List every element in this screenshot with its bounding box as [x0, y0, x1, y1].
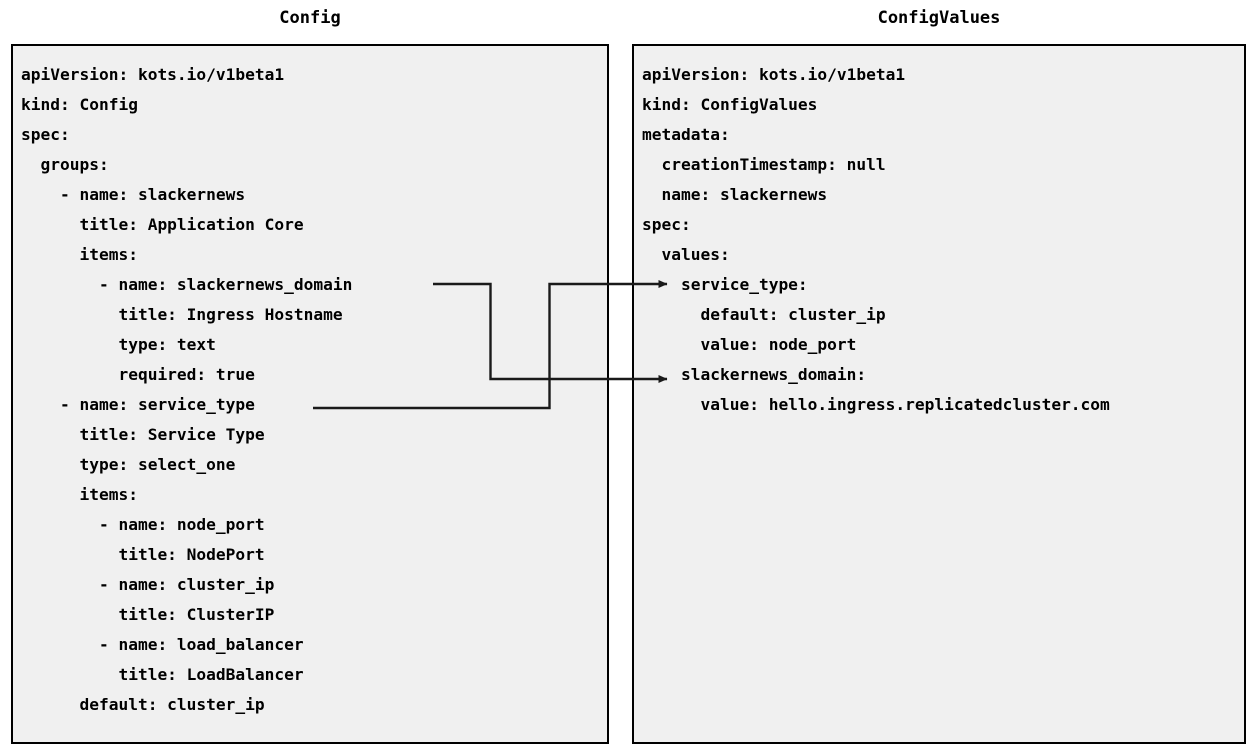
config-yaml-line-19: - name: load_balancer — [21, 635, 304, 654]
config-values-yaml-line-9: value: node_port — [642, 335, 857, 354]
config-yaml-line-0: apiVersion: kots.io/v1beta1 — [21, 65, 285, 84]
config-yaml-line-8: title: Ingress Hostname — [21, 305, 343, 324]
config-values-yaml-line-6: values: — [642, 245, 730, 264]
config-yaml-line-7: - name: slackernews_domain — [21, 275, 353, 294]
config-yaml-line-1: kind: Config — [21, 95, 138, 114]
config-yaml-line-15: - name: node_port — [21, 515, 265, 534]
config-yaml-line-5: title: Application Core — [21, 215, 304, 234]
config-yaml-line-18: title: ClusterIP — [21, 605, 275, 624]
config-yaml-line-21: default: cluster_ip — [21, 695, 265, 714]
config-values-yaml-line-4: name: slackernews — [642, 185, 828, 204]
config-values-yaml-line-11: value: hello.ingress.replicatedcluster.c… — [642, 395, 1110, 414]
config-values-panel: apiVersion: kots.io/v1beta1 kind: ConfigV… — [632, 44, 1246, 744]
config-values-yaml-code: apiVersion: kots.io/v1beta1 kind: ConfigV… — [642, 60, 1240, 420]
config-yaml-line-12: title: Service Type — [21, 425, 265, 444]
config-yaml-line-9: type: text — [21, 335, 216, 354]
config-values-yaml-line-2: metadata: — [642, 125, 730, 144]
config-yaml-line-2: spec: — [21, 125, 70, 144]
config-panel: apiVersion: kots.io/v1beta1 kind: Config s… — [11, 44, 609, 744]
config-values-yaml-line-3: creationTimestamp: null — [642, 155, 886, 174]
config-yaml-line-16: title: NodePort — [21, 545, 265, 564]
left-panel-title: Config — [279, 8, 341, 28]
config-yaml-line-17: - name: cluster_ip — [21, 575, 275, 594]
right-panel-title: ConfigValues — [877, 8, 1001, 28]
config-yaml-line-11: - name: service_type — [21, 395, 255, 414]
config-yaml-line-20: title: LoadBalancer — [21, 665, 304, 684]
config-values-yaml-line-0: apiVersion: kots.io/v1beta1 — [642, 65, 906, 84]
config-yaml-code: apiVersion: kots.io/v1beta1 kind: Config s… — [21, 60, 603, 720]
config-values-yaml-line-7: service_type: — [642, 275, 808, 294]
config-values-yaml-line-5: spec: — [642, 215, 691, 234]
config-yaml-line-4: - name: slackernews — [21, 185, 246, 204]
config-values-yaml-line-1: kind: ConfigValues — [642, 95, 818, 114]
config-yaml-line-3: groups: — [21, 155, 109, 174]
config-yaml-line-10: required: true — [21, 365, 255, 384]
config-values-yaml-line-10: slackernews_domain: — [642, 365, 867, 384]
config-yaml-line-14: items: — [21, 485, 138, 504]
config-values-yaml-line-8: default: cluster_ip — [642, 305, 886, 324]
config-yaml-line-13: type: select_one — [21, 455, 236, 474]
config-yaml-line-6: items: — [21, 245, 138, 264]
